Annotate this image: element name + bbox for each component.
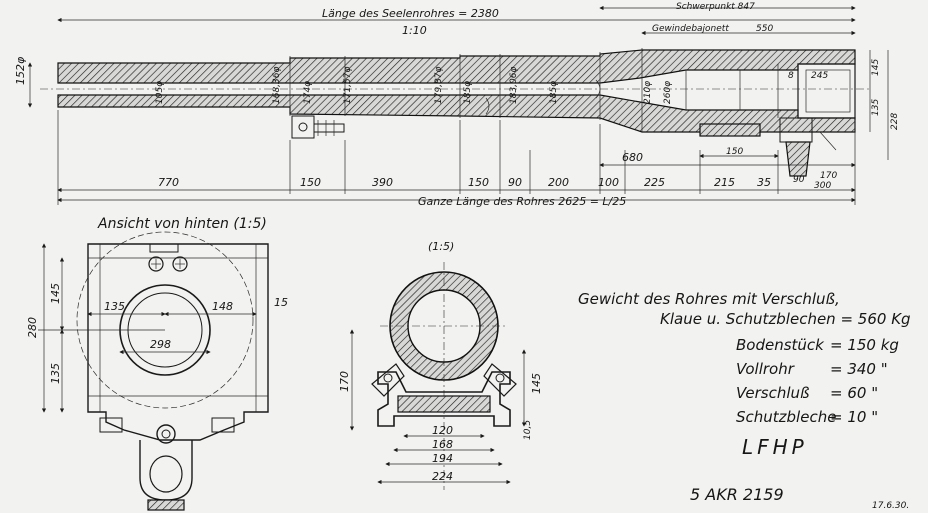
rear-view-mount [99,417,235,511]
seg-100-label: 100 [598,176,619,189]
rear-135h-label: 135 [104,300,125,313]
weight-item-value: = 150 kg [830,336,899,354]
seg-225-label: 225 [644,176,665,189]
section-224-label: 224 [432,470,453,483]
rear-280-label: 280 [26,317,39,338]
seg-90-label: 90 [508,176,522,189]
dia-260-label: 260φ [663,81,673,104]
dim-170-label: 170 [820,171,837,181]
footer: 5 AKR 2159 17.6.30. [690,485,909,511]
rear-148-label: 148 [212,300,233,313]
dia-210-label: 210φ [643,81,653,104]
weight-item-label: Schutzbleche [736,408,836,426]
total-length-label: Ganze Länge des Rohres 2625 = L/25 [418,195,626,208]
weight-line-2: Klaue u. Schutzblechen = 560 Kg [660,310,911,328]
drawing-date: 17.6.30. [872,501,909,511]
breech-chamber [797,63,856,119]
barrel-clamp [291,115,345,139]
dia-105-label: 105φ [155,81,165,104]
rear-135v-label: 135 [49,363,62,384]
dia-179-label: 179,87φ [434,67,444,104]
seg-770-label: 770 [158,176,179,189]
dia-183-label: 183,06φ [509,67,519,104]
dim-228-label: 228 [890,113,900,130]
rear-15-label: 15 [274,296,288,309]
rear-view-dashed-circle [76,231,254,409]
dia-171-label: 171,57φ [343,67,353,104]
section-scale-label: (1:5) [428,240,454,253]
gewindebajonett-label: Gewindebajonett [652,24,729,34]
barrel-wall-top [57,49,856,84]
section-10-5-label: 10,5 [523,420,533,440]
dia-174-label: 174φ [303,81,313,104]
dim-150-label: 150 [726,147,743,157]
seelenrohr-length-label: Länge des Seelenrohres = 2380 [322,7,499,20]
barrel-section [40,48,870,177]
weight-notes: Gewicht des Rohres mit Verschluß, Klaue … [578,290,911,459]
bottom-dimensions: 770 150 390 150 90 200 100 225 215 35 Ga… [57,110,856,208]
section-145-label: 145 [530,373,543,394]
dia-185b-label: 185φ [549,81,559,104]
weight-item-value: = 60 " [830,384,878,402]
top-dimensions: Länge des Seelenrohres = 2380 1:10 Schwe… [14,2,856,108]
outer-diameter-152-label: 152φ [14,56,27,85]
section-168-label: 168 [432,438,453,451]
weight-item-label: Vollrohr [736,360,795,378]
seg-200-label: 200 [548,176,569,189]
dim-135-label: 135 [871,99,881,116]
dim-90-label: 90 [793,175,805,185]
dim-145-label: 145 [871,59,881,76]
seg-35-label: 35 [757,176,771,189]
dia-185a-label: 185φ [463,81,473,104]
dim-300-label: 300 [814,181,831,191]
section-194-label: 194 [432,452,453,465]
section-claw [377,371,511,427]
seg-150b-label: 150 [468,176,489,189]
rear-145-label: 145 [49,283,62,304]
dim-8-label: 8 [788,71,794,81]
schwerpunkt-label: Schwerpunkt 847 [676,2,755,12]
seg-150a-label: 150 [300,176,321,189]
rear-298-label: 298 [150,338,171,351]
screw-left-icon [148,256,164,272]
rear-view-title: Ansicht von hinten (1:5) [97,216,267,232]
seg-215-label: 215 [714,176,735,189]
rear-view: Ansicht von hinten (1:5) 280 145 1 [26,216,288,511]
seg-390-label: 390 [372,176,393,189]
barrel-diameter-labels: 105φ 168,36φ 174φ 171,57φ 179,87φ 185φ 1… [155,50,900,191]
cross-section: (1:5) 170 145 10,5 120 168 194 224 [338,240,543,490]
drawing-number: 5 AKR 2159 [690,485,784,504]
weight-item-value: = 10 " [830,408,878,426]
screw-right-icon [172,256,188,272]
gewindebajonett-550-label: 550 [756,24,773,34]
scale-label: 1:10 [402,24,427,37]
dim-680-label: 680 [622,151,643,164]
section-170-label: 170 [338,371,351,392]
rear-view-outline [87,243,269,441]
weight-item-value: = 340 " [830,360,888,378]
weight-item-label: Bodenstück [736,336,825,354]
breech-bracket [699,117,837,177]
weight-item-label: Verschluß [736,384,809,402]
designation-code: LFHP [742,435,808,459]
dia-168-label: 168,36φ [272,67,282,104]
dim-245-label: 245 [811,71,828,81]
section-120-label: 120 [432,424,453,437]
weight-line-1: Gewicht des Rohres mit Verschluß, [578,290,840,308]
